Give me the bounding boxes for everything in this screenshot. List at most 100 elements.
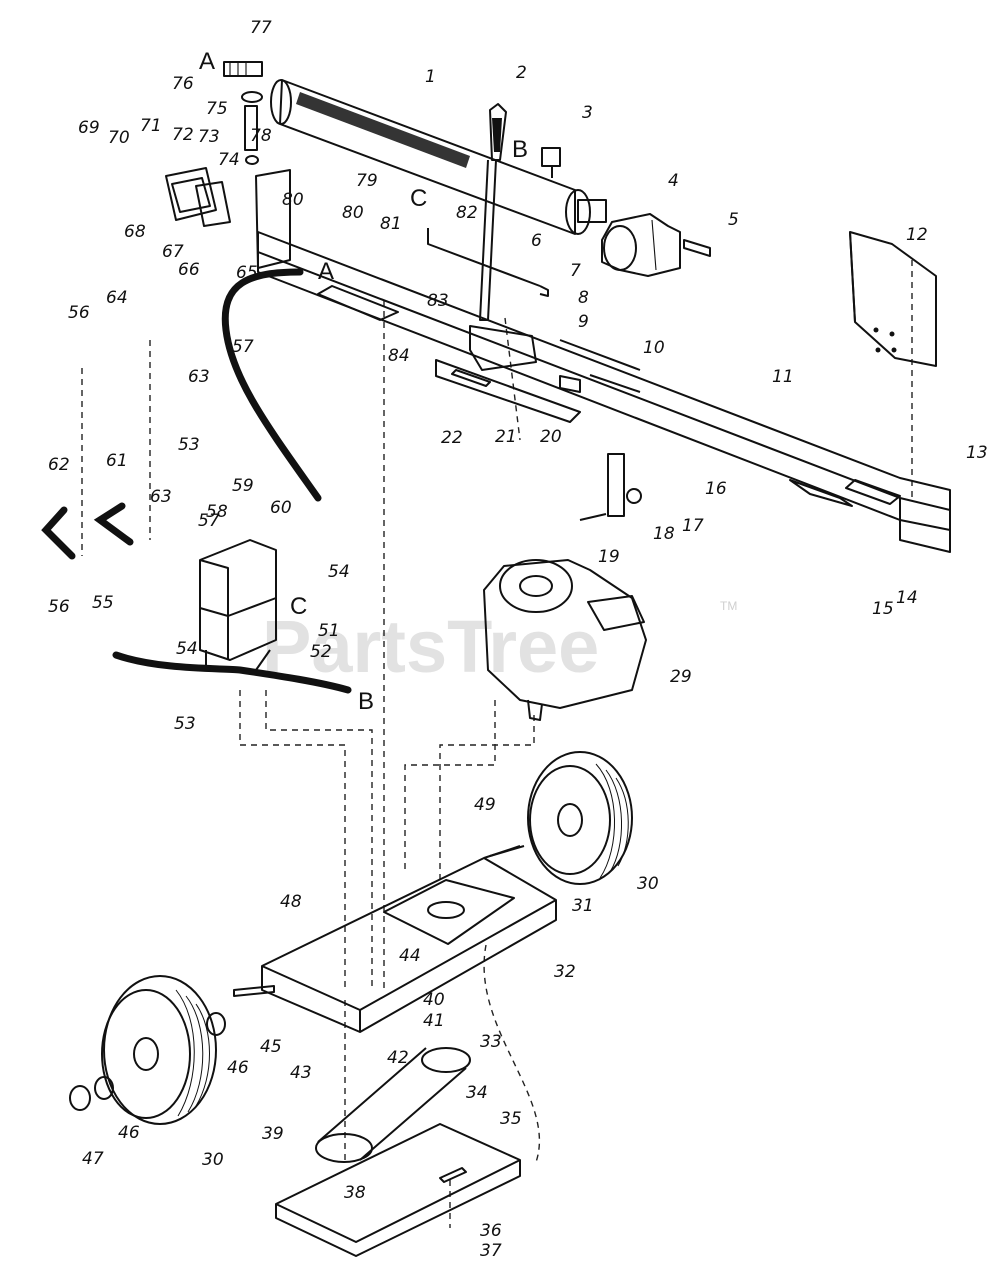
part-label-42: 42 — [387, 1048, 409, 1068]
part-label-64: 64 — [106, 288, 128, 308]
base-plate-35 — [275, 1123, 521, 1257]
part-label-83: 83 — [427, 291, 449, 311]
part-label-5: 5 — [728, 210, 739, 230]
part-label-16: 16 — [705, 479, 727, 499]
part-label-73: 73 — [198, 127, 220, 147]
part-label-35: 35 — [500, 1109, 522, 1129]
part-label-44: 44 — [399, 946, 421, 966]
part-label-53a: 53 — [178, 435, 200, 455]
control-handle — [479, 103, 507, 321]
wedge-12 — [849, 231, 937, 367]
part-label-69: 69 — [78, 118, 100, 138]
watermark-text: PartsTree — [262, 605, 599, 688]
part-label-63a: 63 — [188, 367, 210, 387]
part-label-70: 70 — [108, 128, 130, 148]
part-label-56a: 56 — [68, 303, 90, 323]
part-label-19: 19 — [598, 547, 620, 567]
part-label-55: 55 — [92, 593, 114, 613]
part-label-48: 48 — [280, 892, 302, 912]
connector-label-C2: C — [290, 593, 307, 620]
part-label-78: 78 — [250, 126, 272, 146]
part-label-54a: 54 — [328, 562, 350, 582]
pump-drive — [315, 1047, 471, 1163]
beam-11 — [257, 231, 951, 553]
part-label-37: 37 — [480, 1241, 502, 1261]
part-label-14: 14 — [896, 588, 918, 608]
connector-label-B1: B — [512, 136, 528, 163]
part-label-34: 34 — [466, 1083, 488, 1103]
part-label-82: 82 — [456, 203, 478, 223]
part-label-1: 1 — [425, 67, 436, 87]
part-label-66: 66 — [178, 260, 200, 280]
part-label-60: 60 — [270, 498, 292, 518]
part-label-49: 49 — [474, 795, 496, 815]
part-label-33: 33 — [480, 1032, 502, 1052]
part-label-54b: 54 — [176, 639, 198, 659]
part-label-47: 47 — [82, 1149, 104, 1169]
fitting-3 — [541, 147, 561, 178]
part-label-51: 51 — [318, 621, 340, 641]
fitting-77 — [223, 61, 263, 77]
part-label-8: 8 — [578, 288, 589, 308]
part-label-15: 15 — [872, 599, 894, 619]
part-label-9: 9 — [578, 312, 589, 332]
part-label-39: 39 — [262, 1124, 284, 1144]
part-label-62: 62 — [48, 455, 70, 475]
part-label-45: 45 — [260, 1037, 282, 1057]
part-label-38: 38 — [344, 1183, 366, 1203]
connector-label-C1: C — [410, 185, 427, 212]
part-label-53b: 53 — [174, 714, 196, 734]
part-label-63b: 63 — [150, 487, 172, 507]
connector-label-B2: B — [358, 688, 374, 715]
part-label-41: 41 — [423, 1011, 445, 1031]
hydraulic-cylinder — [270, 79, 607, 235]
part-label-67: 67 — [162, 242, 184, 262]
part-label-58: 58 — [206, 502, 228, 522]
part-label-59: 59 — [232, 476, 254, 496]
part-label-79: 79 — [356, 171, 378, 191]
part-label-18: 18 — [653, 524, 675, 544]
part-label-7: 7 — [570, 261, 581, 281]
part-label-2: 2 — [516, 63, 527, 83]
valve-lever-plate — [435, 325, 581, 423]
part-label-31: 31 — [572, 896, 594, 916]
watermark-trademark: TM — [720, 599, 737, 613]
elbow-hoses — [41, 502, 134, 560]
part-label-29: 29 — [670, 667, 692, 687]
part-label-80a: 80 — [282, 190, 304, 210]
part-label-65: 65 — [236, 263, 258, 283]
part-label-81: 81 — [380, 214, 402, 234]
part-label-56b: 56 — [48, 597, 70, 617]
part-label-46a: 46 — [227, 1058, 249, 1078]
part-label-30b: 30 — [202, 1150, 224, 1170]
part-label-43: 43 — [290, 1063, 312, 1083]
part-label-32: 32 — [554, 962, 576, 982]
part-label-75: 75 — [206, 99, 228, 119]
axle — [233, 845, 525, 997]
part-label-80b: 80 — [342, 203, 364, 223]
part-label-22: 22 — [441, 428, 463, 448]
part-label-46b: 46 — [118, 1123, 140, 1143]
part-label-77: 77 — [250, 18, 272, 38]
side-bracket-19 — [579, 453, 642, 521]
connector-label-A1: A — [199, 48, 215, 75]
fitting-75-76 — [241, 91, 263, 165]
part-label-74: 74 — [218, 150, 240, 170]
part-label-21: 21 — [495, 427, 517, 447]
connector-label-A2: A — [318, 258, 334, 285]
part-label-57b: 57 — [198, 511, 220, 531]
part-label-4: 4 — [668, 171, 679, 191]
link-rod-82 — [427, 228, 549, 297]
part-label-30a: 30 — [637, 874, 659, 894]
part-label-11: 11 — [772, 367, 794, 387]
part-label-84: 84 — [388, 346, 410, 366]
part-label-12: 12 — [906, 225, 928, 245]
part-label-61: 61 — [106, 451, 128, 471]
part-label-57a: 57 — [232, 337, 254, 357]
wheel-left — [101, 975, 217, 1125]
part-label-10: 10 — [643, 338, 665, 358]
part-label-13: 13 — [966, 443, 988, 463]
connector-letters: A B C A C B — [199, 48, 528, 715]
part-label-17: 17 — [682, 516, 704, 536]
